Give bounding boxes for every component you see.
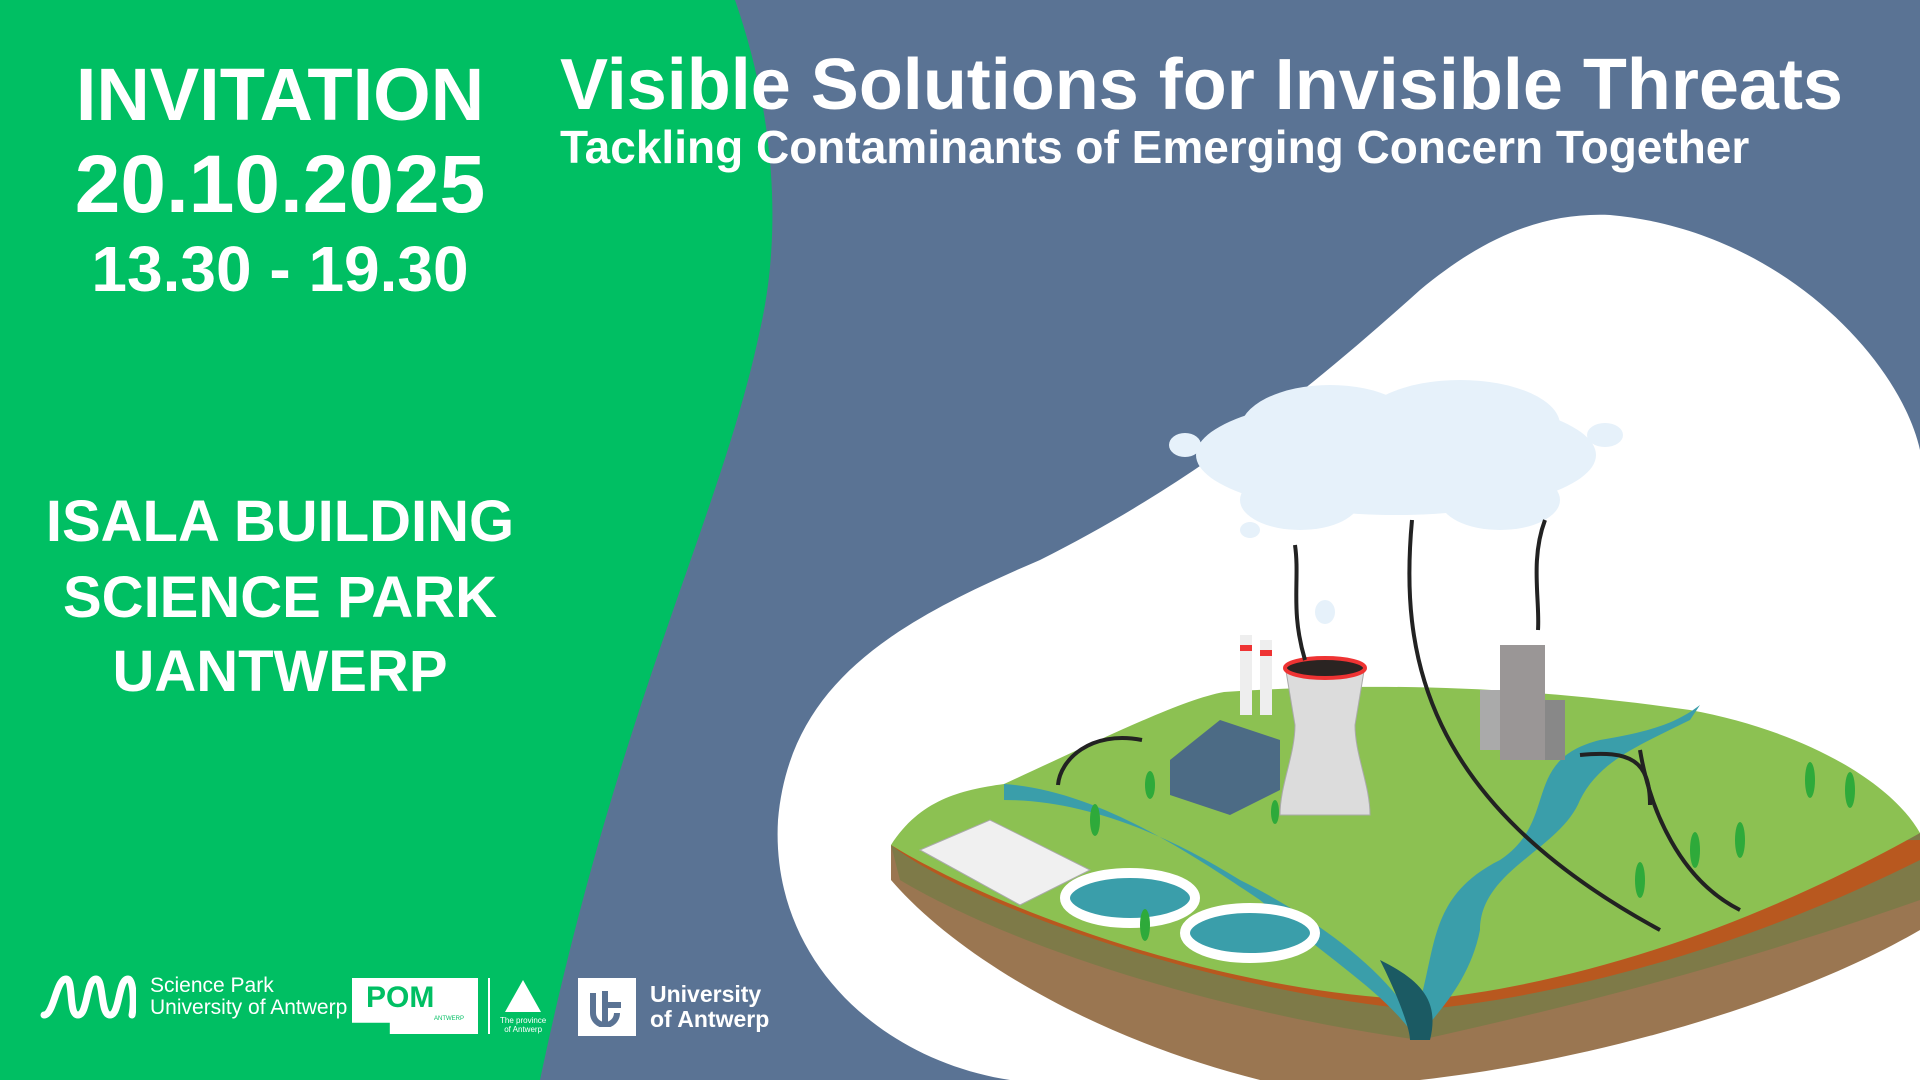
province-triangle-icon [505,980,542,1012]
event-title: Visible Solutions for Invisible Threats [560,45,1843,125]
location-line-2: SCIENCE PARK [63,565,497,630]
province-line2: of Antwerp [504,1025,543,1034]
island-illustration [891,380,1920,1080]
uantwerp-line1: University [650,981,762,1007]
pom-tag: ANTWERP [434,1016,464,1022]
green-panel [0,0,773,1080]
event-time: 13.30 - 19.30 [91,233,469,305]
science-park-logo: Science Park University of Antwerp [40,975,347,1019]
uantwerp-emblem-icon [578,978,636,1036]
science-park-line1: Science Park [150,974,274,997]
location-line-3: UANTWERP [112,639,448,704]
event-date: 20.10.2025 [74,139,486,230]
science-park-wave-icon [40,975,136,1019]
invitation-label: INVITATION [75,53,485,136]
location-line-1: ISALA BUILDING [45,489,515,554]
logo-divider [488,978,490,1034]
pom-name: POM [366,981,435,1014]
province-line1: The province [500,1016,547,1025]
event-subtitle: Tackling Contaminants of Emerging Concer… [560,121,1750,173]
pom-logo: POM ANTWERP The province of Antwerp [352,978,546,1034]
science-park-line2: University of Antwerp [150,996,348,1019]
uantwerp-line2: of Antwerp [650,1006,770,1032]
uantwerp-logo: University of Antwerp [578,978,769,1036]
